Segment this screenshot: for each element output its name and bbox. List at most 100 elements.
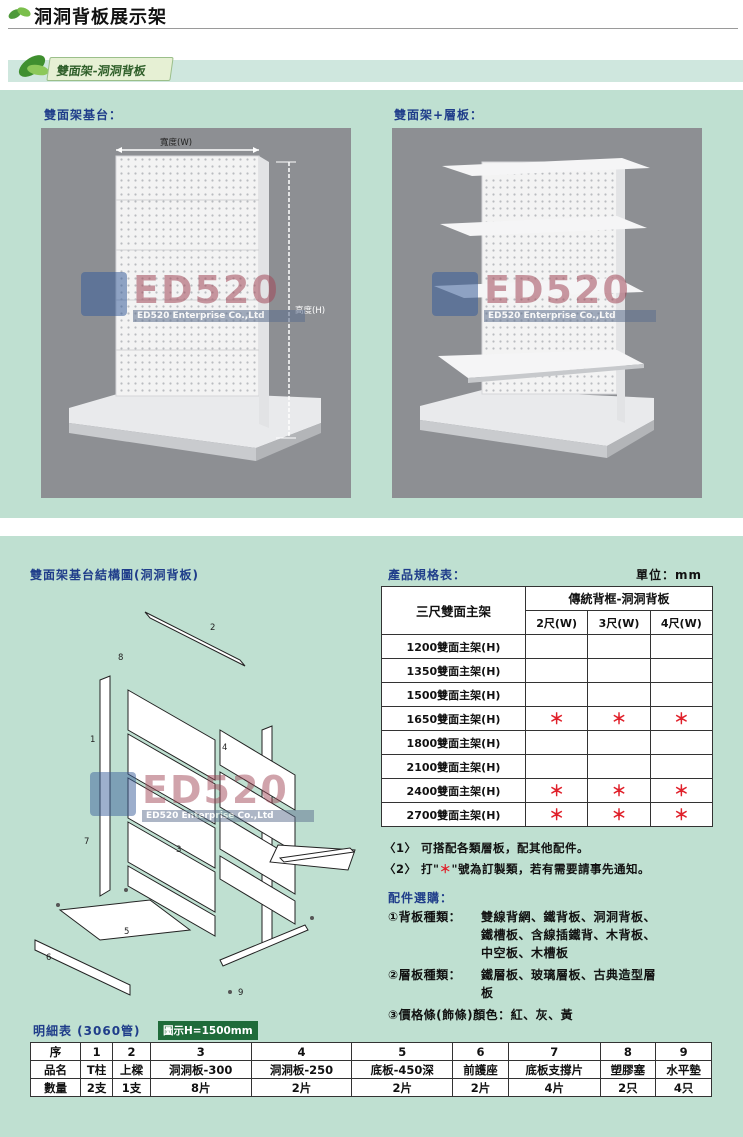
spec-mark: ＊ bbox=[649, 778, 714, 803]
spec-mark bbox=[524, 730, 589, 755]
spec-row: 2100雙面主架(H) bbox=[381, 754, 714, 779]
spec-col-header: 4尺(W) bbox=[649, 610, 714, 635]
accessory-item: ③價格條(飾條)顏色： 紅、灰、黃 bbox=[388, 1008, 574, 1022]
spec-mark: ＊ bbox=[524, 706, 589, 731]
spec-row: 1350雙面主架(H) bbox=[381, 658, 714, 683]
leaf-icon bbox=[18, 55, 49, 77]
spec-mark bbox=[649, 754, 714, 779]
detail-cell: 2支 bbox=[79, 1078, 114, 1097]
spec-mark bbox=[524, 754, 589, 779]
width-dimension: 寬度(W) bbox=[160, 138, 193, 148]
spec-mark bbox=[524, 682, 589, 707]
spec-mark bbox=[649, 730, 714, 755]
detail-cell: 底板支撐片 bbox=[507, 1060, 601, 1079]
spec-mark bbox=[587, 682, 651, 707]
spec-col-header: 2尺(W) bbox=[524, 610, 589, 635]
callout-5: 5 bbox=[124, 927, 129, 937]
spec-row-name: 1200雙面主架(H) bbox=[381, 634, 526, 659]
detail-cell: 洞洞板-300 bbox=[149, 1060, 252, 1079]
detail-cell: 8 bbox=[599, 1042, 657, 1061]
leaf-icon bbox=[8, 7, 31, 19]
detail-cell: 2片 bbox=[452, 1078, 509, 1097]
detail-cell: 塑膠塞 bbox=[599, 1060, 657, 1079]
detail-cell: 6 bbox=[452, 1042, 509, 1061]
spec-row-name: 1800雙面主架(H) bbox=[381, 730, 526, 755]
detail-cell: 3 bbox=[149, 1042, 252, 1061]
detail-title: 明細表 (3060管) bbox=[33, 1024, 141, 1038]
spec-note-2: 〈2〉 打"＊"號為訂製類，若有需要請事先通知。 bbox=[384, 862, 650, 876]
accessories-list: ①背板種類： 雙線背網、鐵背板、洞洞背板、 鐵槽板、含線插鐵背、木背板、 中空板… bbox=[388, 908, 718, 1024]
spec-mark: ＊ bbox=[587, 706, 651, 731]
detail-cell: 8片 bbox=[149, 1078, 252, 1097]
detail-cell: 4 bbox=[250, 1042, 353, 1061]
spec-row: 1500雙面主架(H) bbox=[381, 682, 714, 707]
spec-mark: ＊ bbox=[587, 802, 651, 827]
accessory-item: ①背板種類： 雙線背網、鐵背板、洞洞背板、 鐵槽板、含線插鐵背、木背板、 中空板… bbox=[388, 910, 657, 960]
detail-cell: 前護座 bbox=[452, 1060, 509, 1079]
detail-row-name: 品名 T柱 上樑 洞洞板-300 洞洞板-250 底板-450深 前護座 底板支… bbox=[30, 1060, 712, 1079]
detail-cell: 2片 bbox=[351, 1078, 454, 1097]
detail-cell: 2只 bbox=[599, 1078, 657, 1097]
spec-row-name: 1500雙面主架(H) bbox=[381, 682, 526, 707]
spec-row-name: 2400雙面主架(H) bbox=[381, 778, 526, 803]
spec-row: 1650雙面主架(H)＊＊＊ bbox=[381, 706, 714, 731]
callout-2: 2 bbox=[210, 623, 215, 633]
spec-row: 2700雙面主架(H)＊＊＊ bbox=[381, 802, 714, 827]
detail-row-qty: 數量 2支 1支 8片 2片 2片 2片 4片 2只 4只 bbox=[30, 1078, 712, 1097]
detail-cell: 5 bbox=[351, 1042, 454, 1061]
height-dimension: 高度(H) bbox=[295, 306, 326, 316]
spec-mark: ＊ bbox=[587, 778, 651, 803]
detail-row-header: 數量 bbox=[30, 1078, 81, 1097]
spec-row-name: 2700雙面主架(H) bbox=[381, 802, 526, 827]
spec-row-name: 1650雙面主架(H) bbox=[381, 706, 526, 731]
detail-cell: 1 bbox=[79, 1042, 114, 1061]
spec-title: 產品規格表： bbox=[388, 568, 467, 582]
spec-unit: 單位：mm bbox=[636, 568, 703, 582]
callout-1: 1 bbox=[90, 735, 95, 745]
spec-row-name: 1350雙面主架(H) bbox=[381, 658, 526, 683]
detail-cell: 4片 bbox=[507, 1078, 601, 1097]
accessories-title: 配件選購： bbox=[388, 891, 454, 905]
spec-mark bbox=[524, 634, 589, 659]
spec-row: 1200雙面主架(H) bbox=[381, 634, 714, 659]
detail-row-header: 品名 bbox=[30, 1060, 81, 1079]
watermark-logo: ED520 ED520 Enterprise Co.,Ltd bbox=[81, 268, 321, 322]
detail-cell: 2片 bbox=[250, 1078, 353, 1097]
spec-group-header: 傳統背框-洞洞背板 bbox=[525, 586, 713, 611]
detail-cell: 4只 bbox=[655, 1078, 712, 1097]
title-divider bbox=[8, 28, 738, 29]
spec-mark bbox=[587, 658, 651, 683]
detail-cell: 底板-450深 bbox=[351, 1060, 454, 1079]
spec-mark: ＊ bbox=[649, 802, 714, 827]
callout-6: 6 bbox=[46, 953, 51, 963]
shelf-photo: ED520 ED520 Enterprise Co.,Ltd bbox=[392, 128, 702, 498]
spec-mark bbox=[587, 754, 651, 779]
spec-main-header: 三尺雙面主架 bbox=[381, 586, 526, 635]
section-subtitle: 雙面架-洞洞背板 bbox=[46, 57, 174, 81]
spec-column-headers: 2尺(W) 3尺(W) 4尺(W) bbox=[382, 610, 714, 635]
detail-row-no: 序 1 2 3 4 5 6 7 8 9 bbox=[30, 1042, 712, 1061]
spec-col-header: 3尺(W) bbox=[587, 610, 651, 635]
spec-mark bbox=[649, 634, 714, 659]
callout-3: 3 bbox=[176, 845, 181, 855]
spec-mark bbox=[587, 730, 651, 755]
detail-table: 序 1 2 3 4 5 6 7 8 9 品名 T柱 上樑 洞洞板-300 洞洞板… bbox=[30, 1042, 712, 1097]
spec-mark: ＊ bbox=[649, 706, 714, 731]
spec-row: 2400雙面主架(H)＊＊＊ bbox=[381, 778, 714, 803]
spec-mark bbox=[649, 682, 714, 707]
base-photo-label: 雙面架基台： bbox=[44, 108, 123, 122]
structure-title: 雙面架基台結構圖(洞洞背板) bbox=[30, 568, 199, 582]
subtitle-band bbox=[8, 60, 743, 82]
title-bar: 洞洞背板展示架 bbox=[0, 0, 743, 30]
watermark-logo: ED520 ED520 Enterprise Co.,Ltd bbox=[90, 768, 330, 822]
detail-cell: 上樑 bbox=[112, 1060, 151, 1079]
shelf-photo-label: 雙面架+層板： bbox=[394, 108, 484, 122]
spec-mark: ＊ bbox=[524, 778, 589, 803]
callout-8: 8 bbox=[118, 653, 123, 663]
callout-7: 7 bbox=[84, 837, 89, 847]
spec-mark bbox=[649, 658, 714, 683]
base-photo: 寬度(W) 高度(H) ED520 ED520 Enterprise Co.,L… bbox=[41, 128, 351, 498]
accessory-item: ②層板種類： 鐵層板、玻璃層板、古典造型層 板 bbox=[388, 968, 657, 1000]
spec-row: 1800雙面主架(H) bbox=[381, 730, 714, 755]
spec-mark bbox=[587, 634, 651, 659]
